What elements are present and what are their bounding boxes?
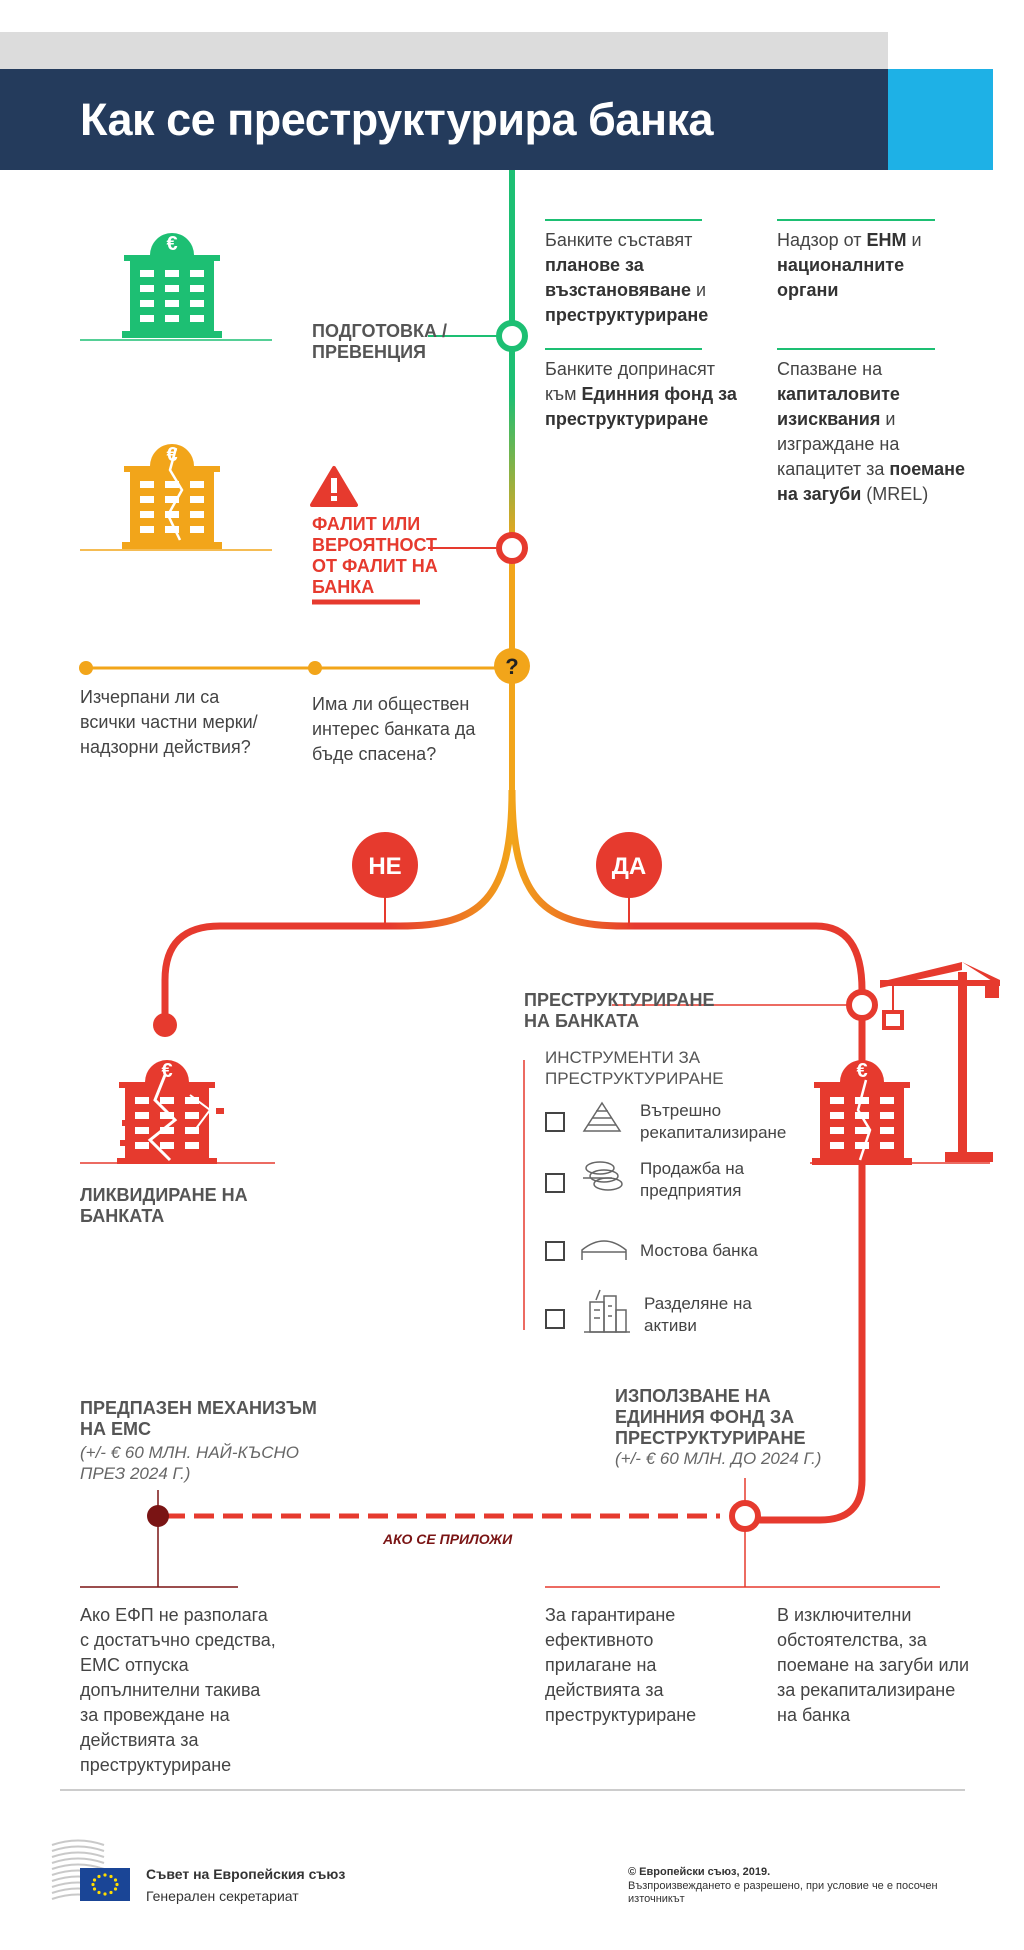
srf-description-effective: За гарантиране ефективното прилагане на … [545,1605,697,1725]
page-title: Как се преструктурира банка [80,94,714,145]
svg-text:€: € [166,233,177,255]
eu-flag-icon [51,1839,130,1901]
main-line-top [509,170,515,670]
svg-text:€: € [856,1060,867,1082]
prevention-label: ПОДГОТОВКА / ПРЕВЕНЦИЯ [312,321,448,362]
liquidation-label: ЛИКВИДИРАНЕ НА БАНКАТА [80,1185,248,1226]
tool-bridge-label: Мостова банка [640,1241,758,1260]
tool-checkbox-bridge [545,1241,565,1261]
liquidation-node [153,1013,177,1037]
question-mark: ? [505,654,518,679]
backstop-description: Ако ЕФП не разполага с достатъчно средст… [80,1605,276,1775]
prevention-box-contributions: Банките допринасят към Единния фонд за п… [545,359,737,429]
resolution-label: ПРЕСТРУКТУРИРАНЕ НА БАНКАТА [524,990,715,1031]
backstop-note: (+/- € 60 МЛН. НАЙ-КЪСНО ПРЕЗ 2024 Г.) [80,1443,299,1483]
tool-checkbox-separation [545,1309,565,1329]
bank-healthy-icon: € [122,233,222,338]
no-badge-label: НЕ [368,853,401,880]
warning-icon [310,466,358,507]
bank-liquidated-icon: € [117,1060,224,1164]
tool-checkbox-bail-in [545,1112,565,1132]
header-accent [888,69,993,170]
pyramid-icon [582,1101,622,1132]
footer-org: Съвет на Европейския съюз [146,1866,346,1882]
srf-description-exceptional: В изключителни обстоятелства, за поемане… [777,1605,970,1725]
question-dot-mid [308,661,322,675]
srf-note: (+/- € 60 МЛН. ДО 2024 Г.) [615,1449,822,1468]
svg-text:€: € [161,1060,172,1082]
prevention-box-capital: Спазване на капиталовите изисквания и из… [777,359,965,504]
bank-failing-icon: € [122,444,222,549]
failing-label: ФАЛИТ ИЛИ ВЕРОЯТНОСТ ОТ ФАЛИТ НА БАНКА [312,514,438,597]
yes-badge-label: ДА [612,853,646,880]
tool-bail-in-label: Вътрешно рекапитализиране [640,1101,787,1142]
prevention-node [496,320,528,352]
crane-icon [880,962,1000,1162]
coins-icon [583,1161,623,1191]
branch-no-line [161,789,516,1025]
tool-sale-label: Продажба на предприятия [640,1159,745,1200]
backstop-link-label: АКО СЕ ПРИЛОЖИ [382,1531,513,1547]
footer-dept: Генерален секретариат [146,1888,299,1904]
failing-node [496,532,528,564]
resolution-node [846,989,878,1021]
footer-copyright: © Европейски съюз, 2019. [628,1866,771,1878]
buildings-icon [584,1289,630,1333]
prevention-box-plans: Банките съставят планове за възстановява… [545,230,709,325]
header-bar [0,69,888,170]
question-node [494,648,530,684]
svg-text:€: € [166,444,177,466]
question-public-interest: Има ли обществен интерес банката да бъде… [312,694,476,764]
question-private-measures: Изчерпани ли са всички частни мерки/надз… [80,687,258,757]
branch-yes-line [508,789,866,1524]
question-dot-left [79,661,93,675]
top-gray-band [0,32,888,69]
footer-rights: Възпроизвеждането е разрешено, при услов… [628,1880,938,1905]
bank-resolution-icon: € [812,1060,912,1165]
yes-badge [596,832,662,898]
prevention-box-supervision: Надзор от ЕНМ и националните органи [777,230,922,300]
bridge-icon [581,1240,627,1260]
backstop-label: ПРЕДПАЗЕН МЕХАНИЗЪМ НА ЕМС [80,1398,317,1439]
srf-label: ИЗПОЛЗВАНЕ НА ЕДИННИЯ ФОНД ЗА ПРЕСТРУКТУ… [615,1386,806,1448]
tools-title: ИНСТРУМЕНТИ ЗА ПРЕСТРУКТУРИРАНЕ [545,1048,724,1088]
tool-checkbox-sale [545,1173,565,1193]
backstop-node [147,1505,169,1527]
no-badge [352,832,418,898]
srf-node [729,1500,761,1532]
tool-separation-label: Разделяне на активи [644,1294,752,1335]
